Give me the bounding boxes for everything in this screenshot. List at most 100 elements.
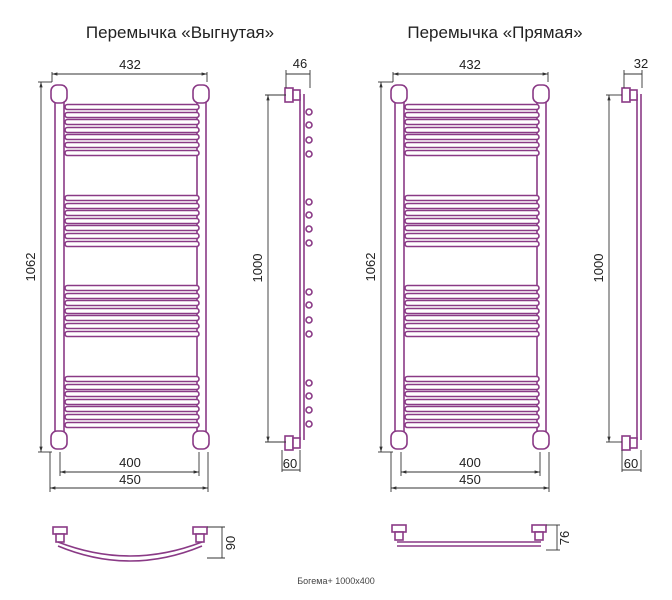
dim-width-inner-curved: 400 xyxy=(59,452,200,476)
towel-rail-front xyxy=(50,84,210,450)
dim-width-inner-straight: 400 xyxy=(400,452,541,476)
dim-plan-depth-straight: 76 xyxy=(546,524,572,551)
rail-bar xyxy=(64,299,200,307)
side-bar-ends xyxy=(305,108,313,428)
side-view-curved xyxy=(284,87,313,451)
rail-bar xyxy=(404,240,540,248)
rail-bar xyxy=(64,103,200,111)
width-outer-label: 450 xyxy=(459,472,481,487)
rail-bar xyxy=(404,330,540,338)
rail-end-cap xyxy=(532,84,550,104)
plan-view-straight xyxy=(391,524,547,547)
dim-height-curved: 1062 xyxy=(23,81,52,453)
dim-side-bottom-curved: 60 xyxy=(281,450,301,472)
height-total-label: 1062 xyxy=(23,253,38,282)
rail-end-cap xyxy=(390,430,408,450)
rail-bar xyxy=(64,314,200,322)
rail-end-cap xyxy=(192,430,210,450)
rail-bar xyxy=(404,322,540,330)
rail-bar xyxy=(64,383,200,391)
rail-bar xyxy=(64,240,200,248)
title-curved: Перемычка «Выгнутая» xyxy=(86,23,274,42)
rail-bar xyxy=(64,390,200,398)
width-top-label: 432 xyxy=(119,57,141,72)
rail-bar xyxy=(64,209,200,217)
rail-bar xyxy=(404,224,540,232)
rail-bar xyxy=(64,292,200,300)
side-bar-end xyxy=(305,316,313,324)
rail-bar xyxy=(64,232,200,240)
dim-side-height-curved: 1000 xyxy=(250,94,286,443)
side-bar-end xyxy=(305,301,313,309)
rail-bar xyxy=(404,118,540,126)
variant-straight: Перемычка «Прямая» 432 1062 400 450 xyxy=(363,23,648,551)
rail-bar xyxy=(64,375,200,383)
rail-bar xyxy=(404,421,540,429)
rail-bar xyxy=(64,149,200,157)
dim-side-bottom-straight: 60 xyxy=(621,450,642,472)
rail-bar xyxy=(64,330,200,338)
side-view-straight xyxy=(621,87,642,451)
model-caption: Богема+ 1000x400 xyxy=(297,576,375,586)
side-depth-bottom-label: 60 xyxy=(624,456,638,471)
rail-bar xyxy=(404,232,540,240)
rail-bar xyxy=(64,194,200,202)
front-view-curved xyxy=(50,84,210,450)
side-bar-end xyxy=(305,198,313,206)
dim-width-outer-curved: 450 xyxy=(49,452,209,492)
rail-end-cap xyxy=(390,84,408,104)
rail-bar xyxy=(64,405,200,413)
rail-bar xyxy=(404,194,540,202)
rail-bar xyxy=(404,103,540,111)
rail-post-left xyxy=(394,85,405,445)
dim-side-top-straight: 32 xyxy=(623,56,648,88)
side-height-label: 1000 xyxy=(250,254,265,283)
rail-end-cap xyxy=(50,84,68,104)
dim-height-straight: 1062 xyxy=(363,81,393,453)
rail-bar xyxy=(404,133,540,141)
rail-bar xyxy=(404,209,540,217)
side-depth-bottom-label: 60 xyxy=(283,456,297,471)
side-bar-end xyxy=(305,136,313,144)
plan-depth-label: 76 xyxy=(557,531,572,545)
dim-width-top-curved: 432 xyxy=(51,57,208,82)
side-bar-end xyxy=(305,211,313,219)
rail-bar xyxy=(404,307,540,315)
side-depth-top-label: 32 xyxy=(634,56,648,71)
rail-bar xyxy=(64,224,200,232)
rail-bar xyxy=(404,375,540,383)
rail-bar xyxy=(404,292,540,300)
plan-depth-label: 90 xyxy=(223,536,238,550)
dim-width-top-straight: 432 xyxy=(392,57,549,82)
rail-bar xyxy=(404,314,540,322)
front-view-straight xyxy=(390,84,550,450)
rail-end-cap xyxy=(532,430,550,450)
side-bar-end xyxy=(305,150,313,158)
rail-bar xyxy=(404,383,540,391)
rail-bar xyxy=(64,322,200,330)
side-bar-end xyxy=(305,108,313,116)
rail-bar xyxy=(64,284,200,292)
rail-bar xyxy=(404,390,540,398)
rail-bar xyxy=(64,126,200,134)
width-outer-label: 450 xyxy=(119,472,141,487)
rail-bar xyxy=(64,421,200,429)
rail-bar xyxy=(404,149,540,157)
rail-bar xyxy=(64,141,200,149)
rail-bar xyxy=(64,133,200,141)
width-inner-label: 400 xyxy=(119,455,141,470)
rail-bar xyxy=(64,202,200,210)
width-top-label: 432 xyxy=(459,57,481,72)
side-bar-end xyxy=(305,420,313,428)
rail-bar xyxy=(404,413,540,421)
dim-side-height-straight: 1000 xyxy=(591,94,622,443)
rail-bar xyxy=(404,202,540,210)
rail-end-cap xyxy=(192,84,210,104)
rail-bar xyxy=(64,111,200,119)
rail-end-cap xyxy=(50,430,68,450)
rail-bar xyxy=(404,217,540,225)
rail-post-left xyxy=(54,85,65,445)
width-inner-label: 400 xyxy=(459,455,481,470)
rail-bar xyxy=(404,141,540,149)
